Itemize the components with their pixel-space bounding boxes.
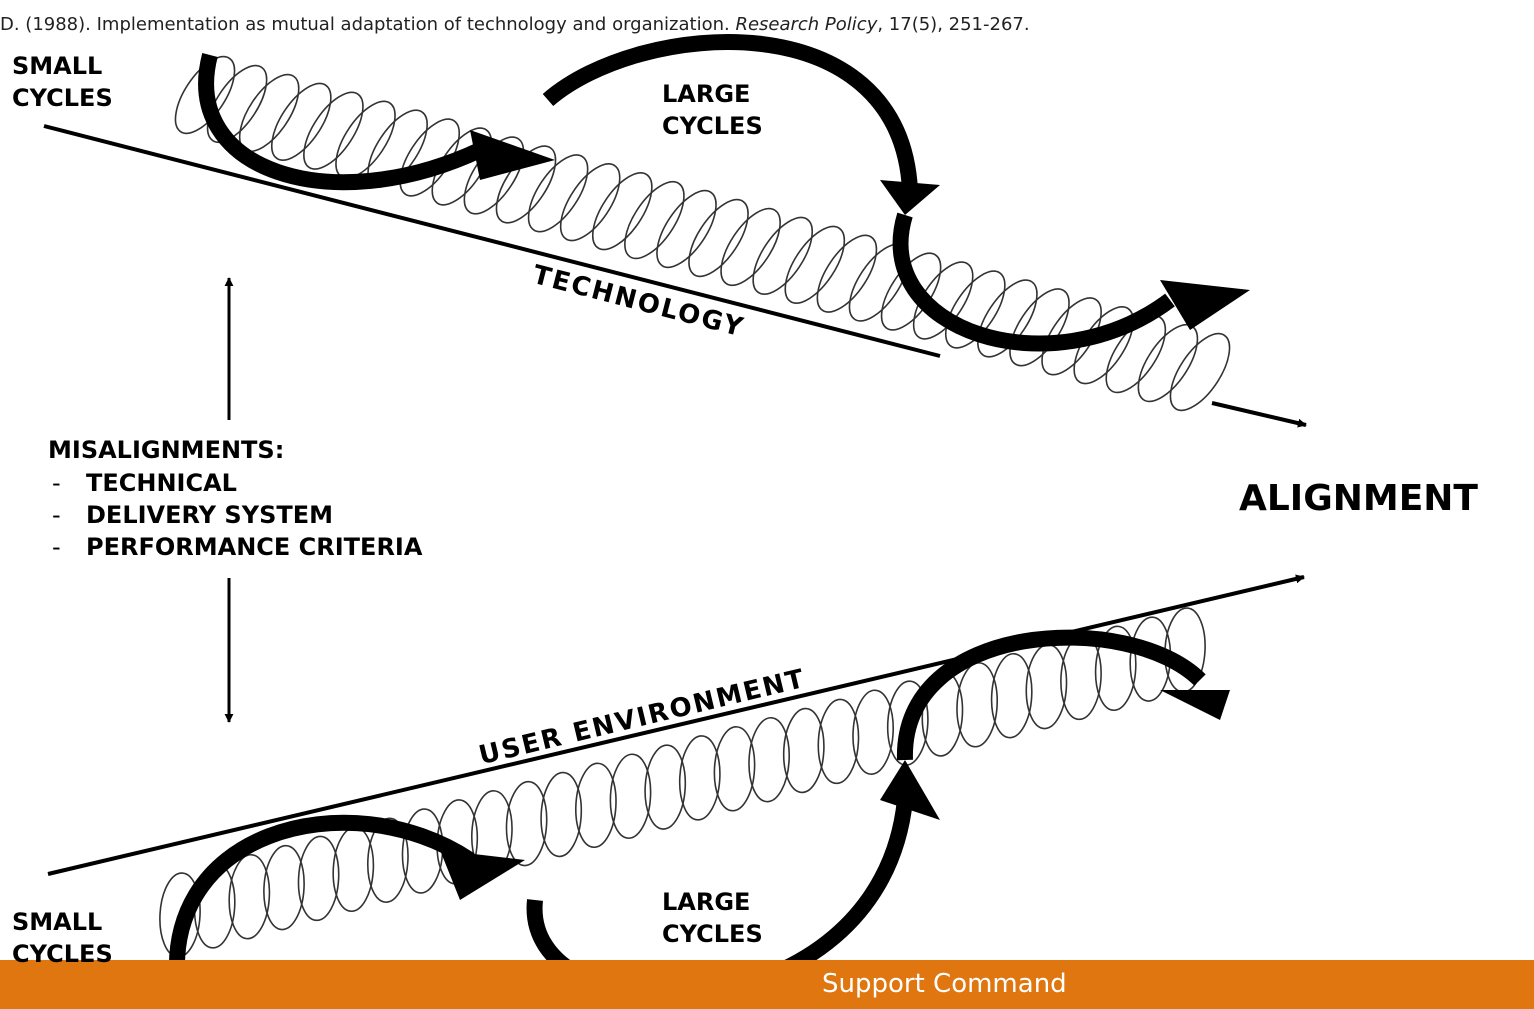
- top-small-cycle-arrow: [206, 55, 480, 182]
- technology-to-alignment-arrow: [1212, 403, 1306, 425]
- coil-loop: [645, 181, 727, 276]
- coil-loop: [781, 707, 826, 793]
- coil-loop: [331, 826, 376, 912]
- bottom-small-cycles-label: SMALL CYCLES: [12, 906, 113, 970]
- coil-loop: [581, 163, 663, 258]
- top-large-cycle-arrow-2: [901, 215, 1170, 344]
- coil-loop: [1024, 644, 1069, 730]
- misalignment-item: -DELIVERY SYSTEM: [52, 499, 422, 531]
- coil-loop: [774, 217, 856, 312]
- alignment-label: ALIGNMENT: [1239, 478, 1478, 519]
- bottom-small-cycle-arrow-head: [440, 850, 525, 900]
- coil-loop: [806, 226, 888, 321]
- top-large-cycle-arrow-head: [880, 180, 940, 215]
- bottom-large-cycles-label: LARGE CYCLES: [662, 886, 763, 950]
- coil-loop: [613, 172, 695, 267]
- coil-loop: [227, 854, 272, 940]
- citation-volume-pages: , 17(5), 251-267.: [877, 14, 1029, 35]
- coil-loop: [574, 762, 619, 848]
- coil-loop: [955, 662, 1000, 748]
- bottom-large-cycle-arrow-2-head: [1160, 690, 1230, 720]
- coil-loop: [677, 190, 759, 285]
- footer-text: Support Command: [822, 969, 1067, 999]
- coil-loop: [747, 717, 792, 803]
- coil-loop: [608, 753, 653, 839]
- coil-loop: [677, 735, 722, 821]
- coil-loop: [742, 208, 824, 303]
- coil-loop: [643, 744, 688, 830]
- coil-loop: [989, 653, 1034, 739]
- coil-loop: [998, 280, 1080, 375]
- top-large-cycles-label: LARGE CYCLES: [662, 78, 763, 142]
- coil-loop: [816, 698, 861, 784]
- coil-loop: [262, 845, 307, 931]
- top-small-cycles-label: SMALL CYCLES: [12, 50, 113, 114]
- citation-journal: Research Policy: [735, 14, 877, 35]
- misalignments-title: MISALIGNMENTS:: [48, 434, 284, 466]
- coil-loop: [1127, 315, 1209, 410]
- misalignment-item: -TECHNICAL: [52, 467, 422, 499]
- coil-loop: [296, 835, 341, 921]
- citation-text: D. (1988). Implementation as mutual adap…: [0, 14, 735, 35]
- coil-loop: [260, 74, 342, 169]
- coil-loop: [539, 771, 584, 857]
- coil-loop: [549, 154, 631, 249]
- citation: D. (1988). Implementation as mutual adap…: [0, 14, 1030, 35]
- coil-loop: [292, 83, 374, 178]
- misalignment-item: -PERFORMANCE CRITERIA: [52, 531, 422, 563]
- coil-loop: [504, 781, 549, 867]
- coil-loop: [966, 271, 1048, 366]
- coil-loop: [712, 726, 757, 812]
- footer-bar: Support Command: [0, 960, 1534, 1009]
- coil-loop: [851, 689, 896, 775]
- misalignments-list: -TECHNICAL -DELIVERY SYSTEM -PERFORMANCE…: [52, 467, 422, 563]
- coil-loop: [1059, 634, 1104, 720]
- user-environment-line: [48, 577, 1304, 874]
- coil-loop: [710, 199, 792, 294]
